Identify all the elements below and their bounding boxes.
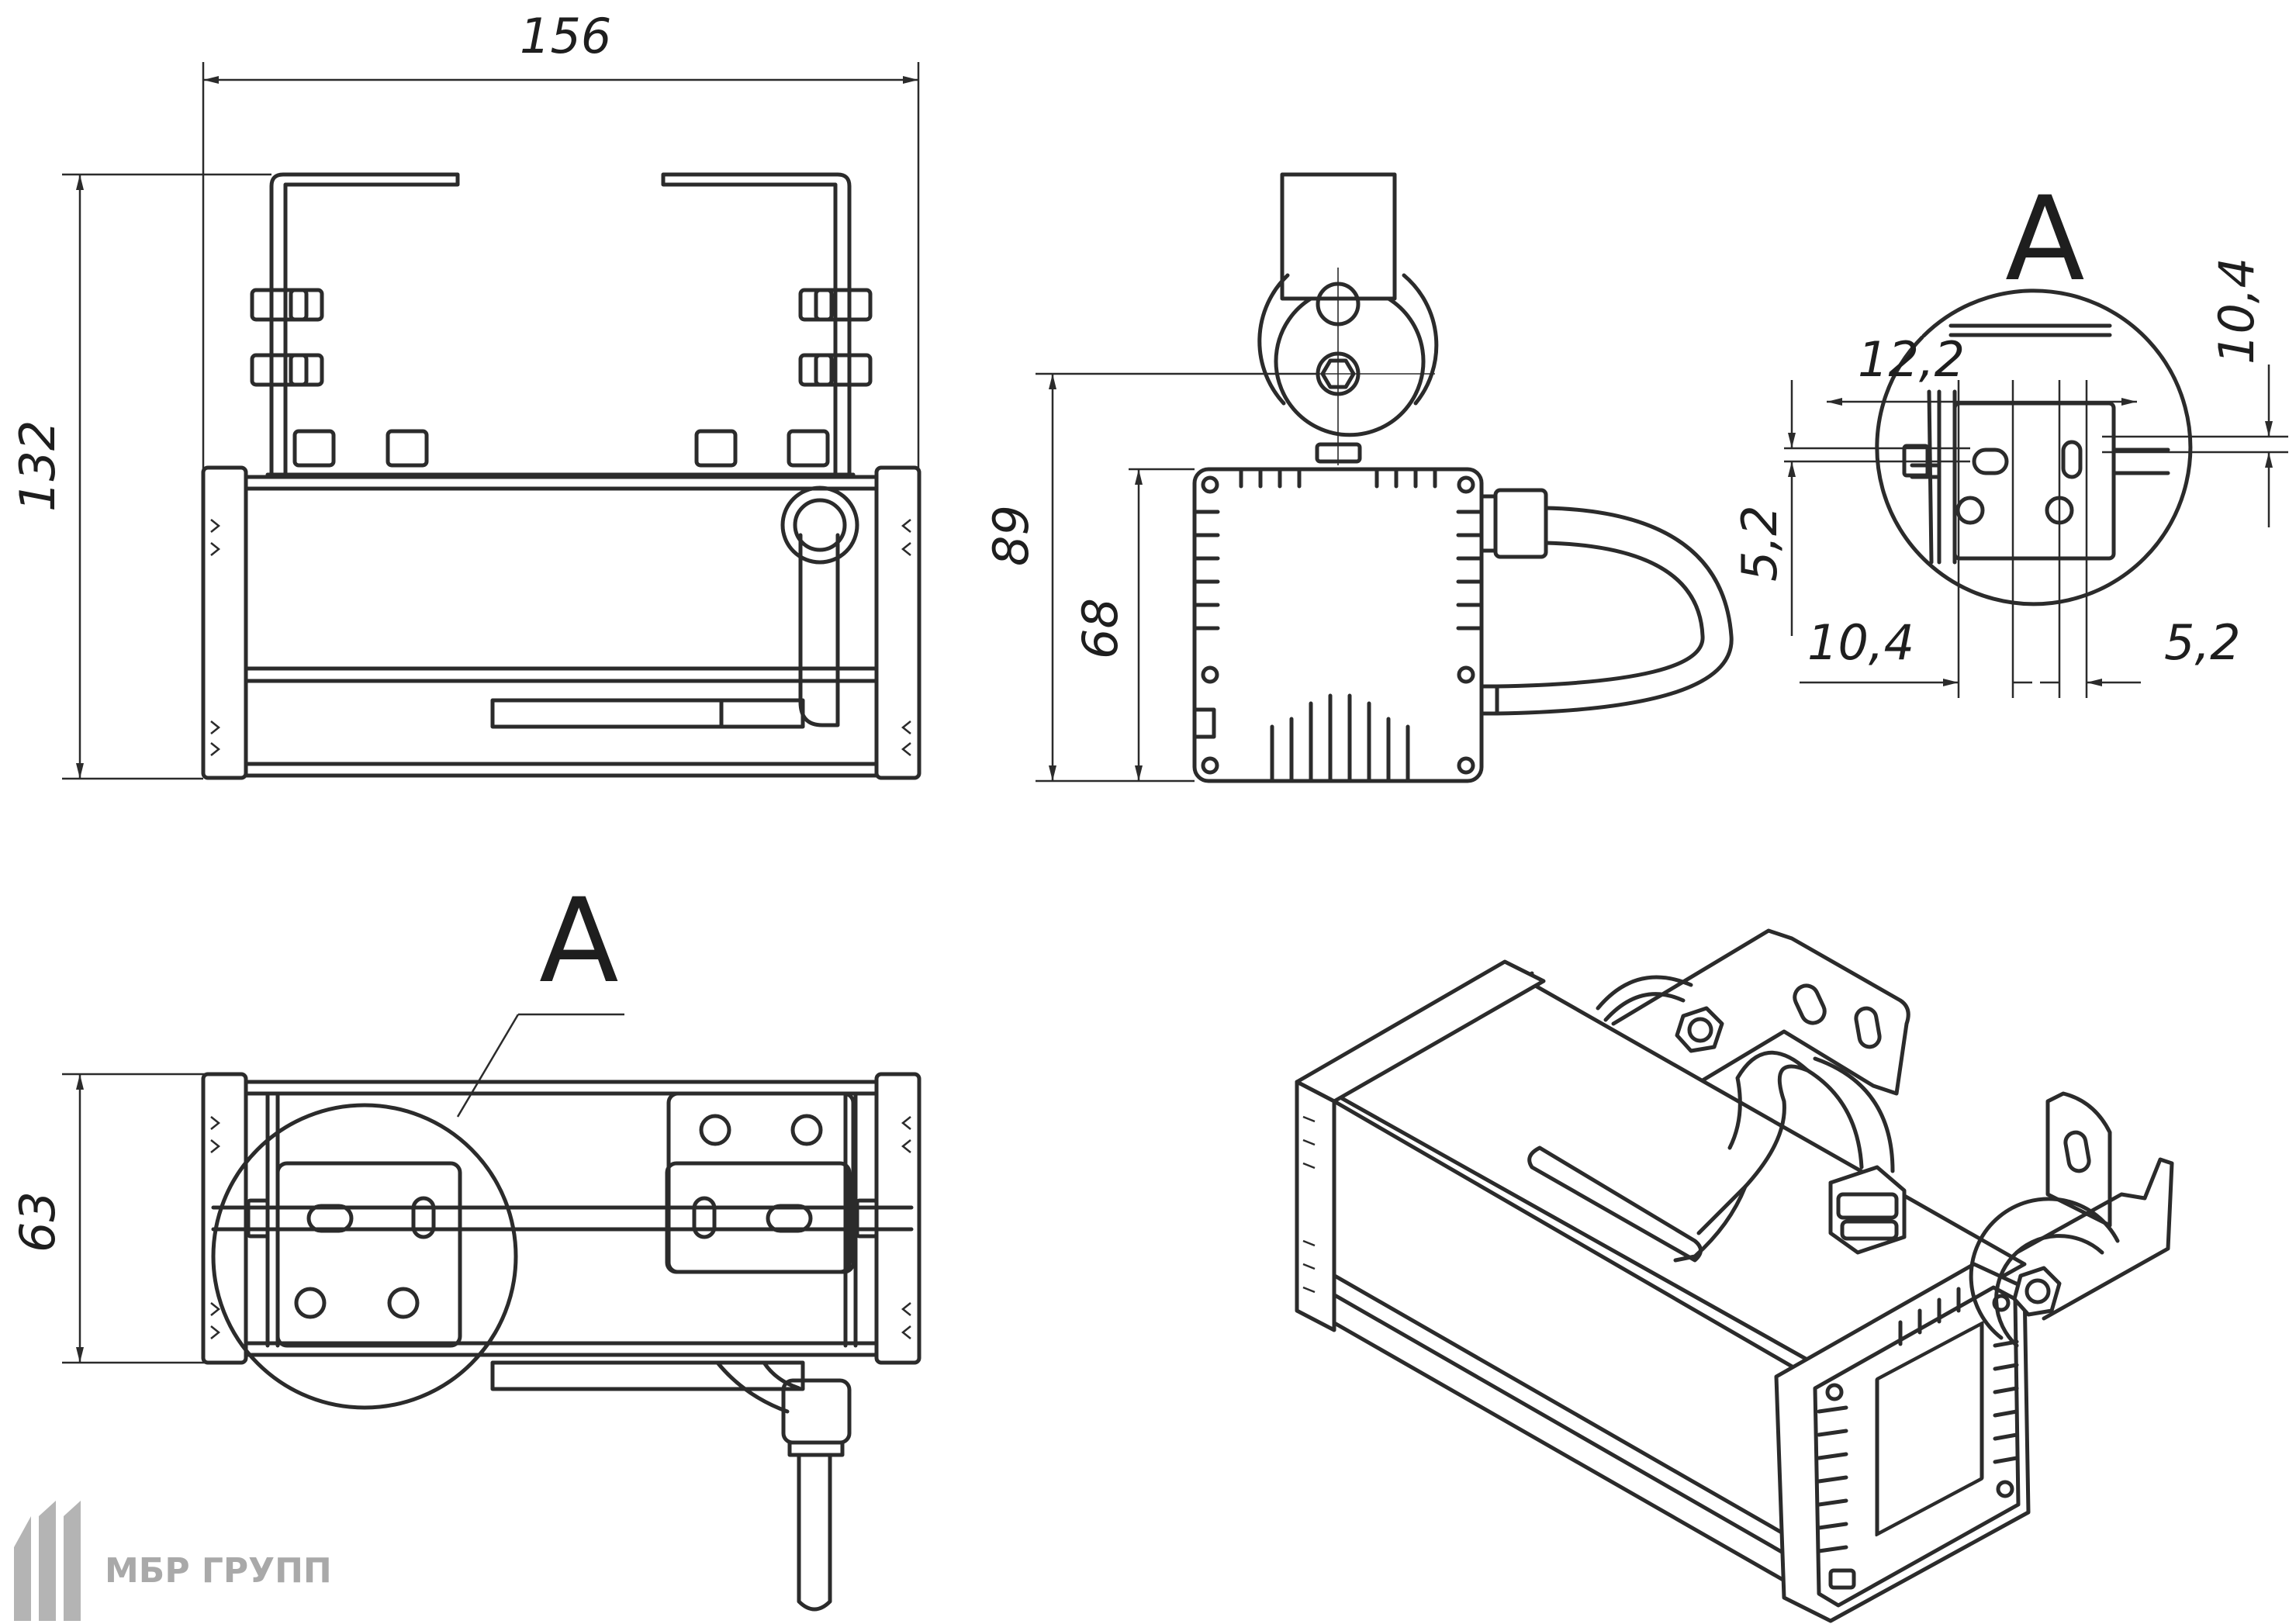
dim-5-2-left: 5,2 — [1731, 505, 1788, 582]
dim-132: 132 — [9, 420, 66, 512]
view-label: A — [539, 874, 619, 1009]
detail-label: A — [2005, 172, 2085, 307]
dim-5-2-bottom: 5,2 — [2164, 614, 2241, 671]
dim-10-4-bottom: 10,4 — [1807, 614, 1914, 671]
company-logo: МБР ГРУПП — [14, 1501, 332, 1621]
dim-156: 156 — [520, 8, 611, 64]
isometric-view — [1295, 928, 2174, 1623]
dim-12-2: 12,2 — [1858, 331, 1965, 388]
dim-68: 68 — [1072, 598, 1129, 659]
dim-10-4-top: 10,4 — [2208, 257, 2265, 365]
front-view: 156 132 — [9, 8, 921, 780]
side-view: 89 68 — [983, 172, 1734, 783]
top-view: A 63 — [9, 874, 921, 1612]
logo-text: МБР ГРУПП — [105, 1551, 332, 1591]
detail-a: A 12,2 10,4 5,2 10 — [1731, 172, 2288, 698]
dim-63: 63 — [9, 1191, 66, 1253]
dim-89: 89 — [983, 505, 1039, 566]
